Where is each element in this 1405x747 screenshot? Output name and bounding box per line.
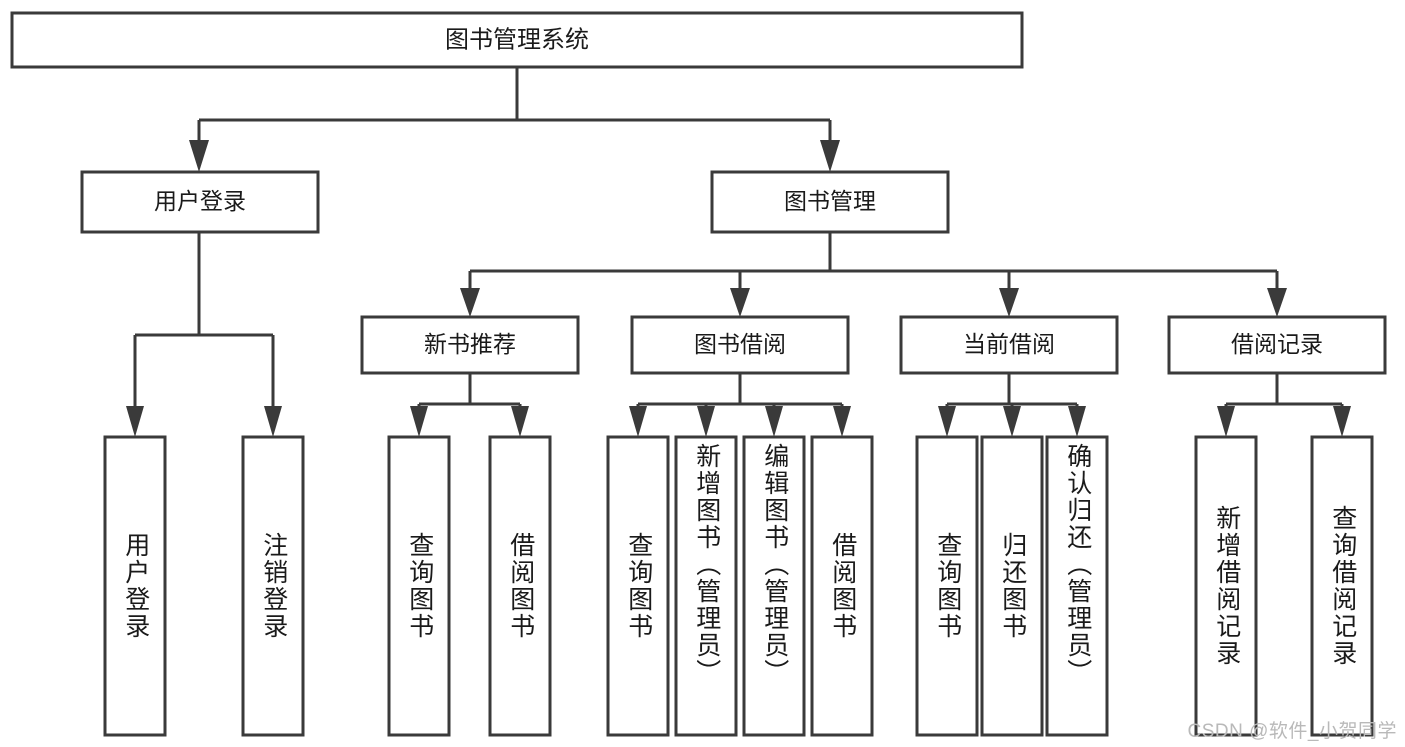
node-book-borrow-box[interactable] [630,315,850,375]
leaf-box-confirm-return[interactable] [1045,435,1109,737]
arrow-icon-to-new-book-recommend [460,288,480,317]
node-current-borrow[interactable]: 当前借阅 [899,315,1119,375]
arrowhead-group [126,140,1351,437]
node-root-title[interactable]: 图书管理系统 [10,11,1024,69]
node-book-borrow-label: 图书借阅 [694,331,786,357]
leaf-box-query-borrow-record[interactable] [1310,435,1374,737]
leaf-box-edit-book[interactable] [742,435,806,737]
arrow-icon-to-leaf-user-login [126,406,144,437]
node-new-book-recommend[interactable]: 新书推荐 [360,315,580,375]
arrow-icon-to-leaf-query-book-2 [629,406,647,437]
arrow-icon-to-user-login [189,140,209,172]
arrow-icon-to-leaf-borrow-book-2 [833,406,851,437]
node-book-management[interactable]: 图书管理 [710,170,950,234]
leaf-box-query-book-1[interactable] [387,435,451,737]
node-borrow-record-label: 借阅记录 [1231,331,1323,357]
node-user-login-label: 用户登录 [154,188,246,214]
leaf-box-query-book-3[interactable] [915,435,979,737]
arrow-icon-to-leaf-add-book [697,406,715,437]
arrow-icon-to-leaf-confirm-return [1068,406,1086,437]
arrow-icon-to-leaf-borrow-book-1 [511,406,529,437]
leaf-box-return-book[interactable] [980,435,1044,737]
node-user-login-box[interactable] [80,170,320,234]
node-borrow-record-box[interactable] [1167,315,1387,375]
node-root-title-label: 图书管理系统 [445,26,589,53]
node-borrow-record[interactable]: 借阅记录 [1167,315,1387,375]
node-current-borrow-label: 当前借阅 [963,331,1055,357]
arrow-icon-to-current-borrow [999,288,1019,317]
leaf-box-add-book[interactable] [674,435,738,737]
node-book-borrow[interactable]: 图书借阅 [630,315,850,375]
leaf-box-logout-login[interactable] [241,435,305,737]
arrow-icon-to-leaf-add-borrow-record [1217,406,1235,437]
leaf-box-query-book-2[interactable] [606,435,670,737]
leaf-box-group [103,435,1374,737]
leaf-box-borrow-book-1[interactable] [488,435,552,737]
leaf-box-user-login[interactable] [103,435,167,737]
node-user-login[interactable]: 用户登录 [80,170,320,234]
node-new-book-recommend-label: 新书推荐 [424,331,516,357]
arrow-icon-to-borrow-record [1267,288,1287,317]
arrow-icon-to-book-management [820,140,840,172]
node-book-management-label: 图书管理 [784,188,876,214]
node-current-borrow-box[interactable] [899,315,1119,375]
arrow-icon-to-leaf-logout-login [264,406,282,437]
arrow-icon-to-leaf-query-borrow-record [1333,406,1351,437]
arrow-icon-to-leaf-query-book-1 [410,406,428,437]
node-root-title-box[interactable] [10,11,1024,69]
node-book-management-box[interactable] [710,170,950,234]
arrow-icon-to-leaf-query-book-3 [938,406,956,437]
arrow-icon-to-leaf-return-book [1003,406,1021,437]
connector-group [133,67,1344,406]
arrow-icon-to-book-borrow [730,288,750,317]
leaf-box-add-borrow-record[interactable] [1194,435,1258,737]
node-new-book-recommend-box[interactable] [360,315,580,375]
arrow-icon-to-leaf-edit-book [765,406,783,437]
leaf-box-borrow-book-2[interactable] [810,435,874,737]
